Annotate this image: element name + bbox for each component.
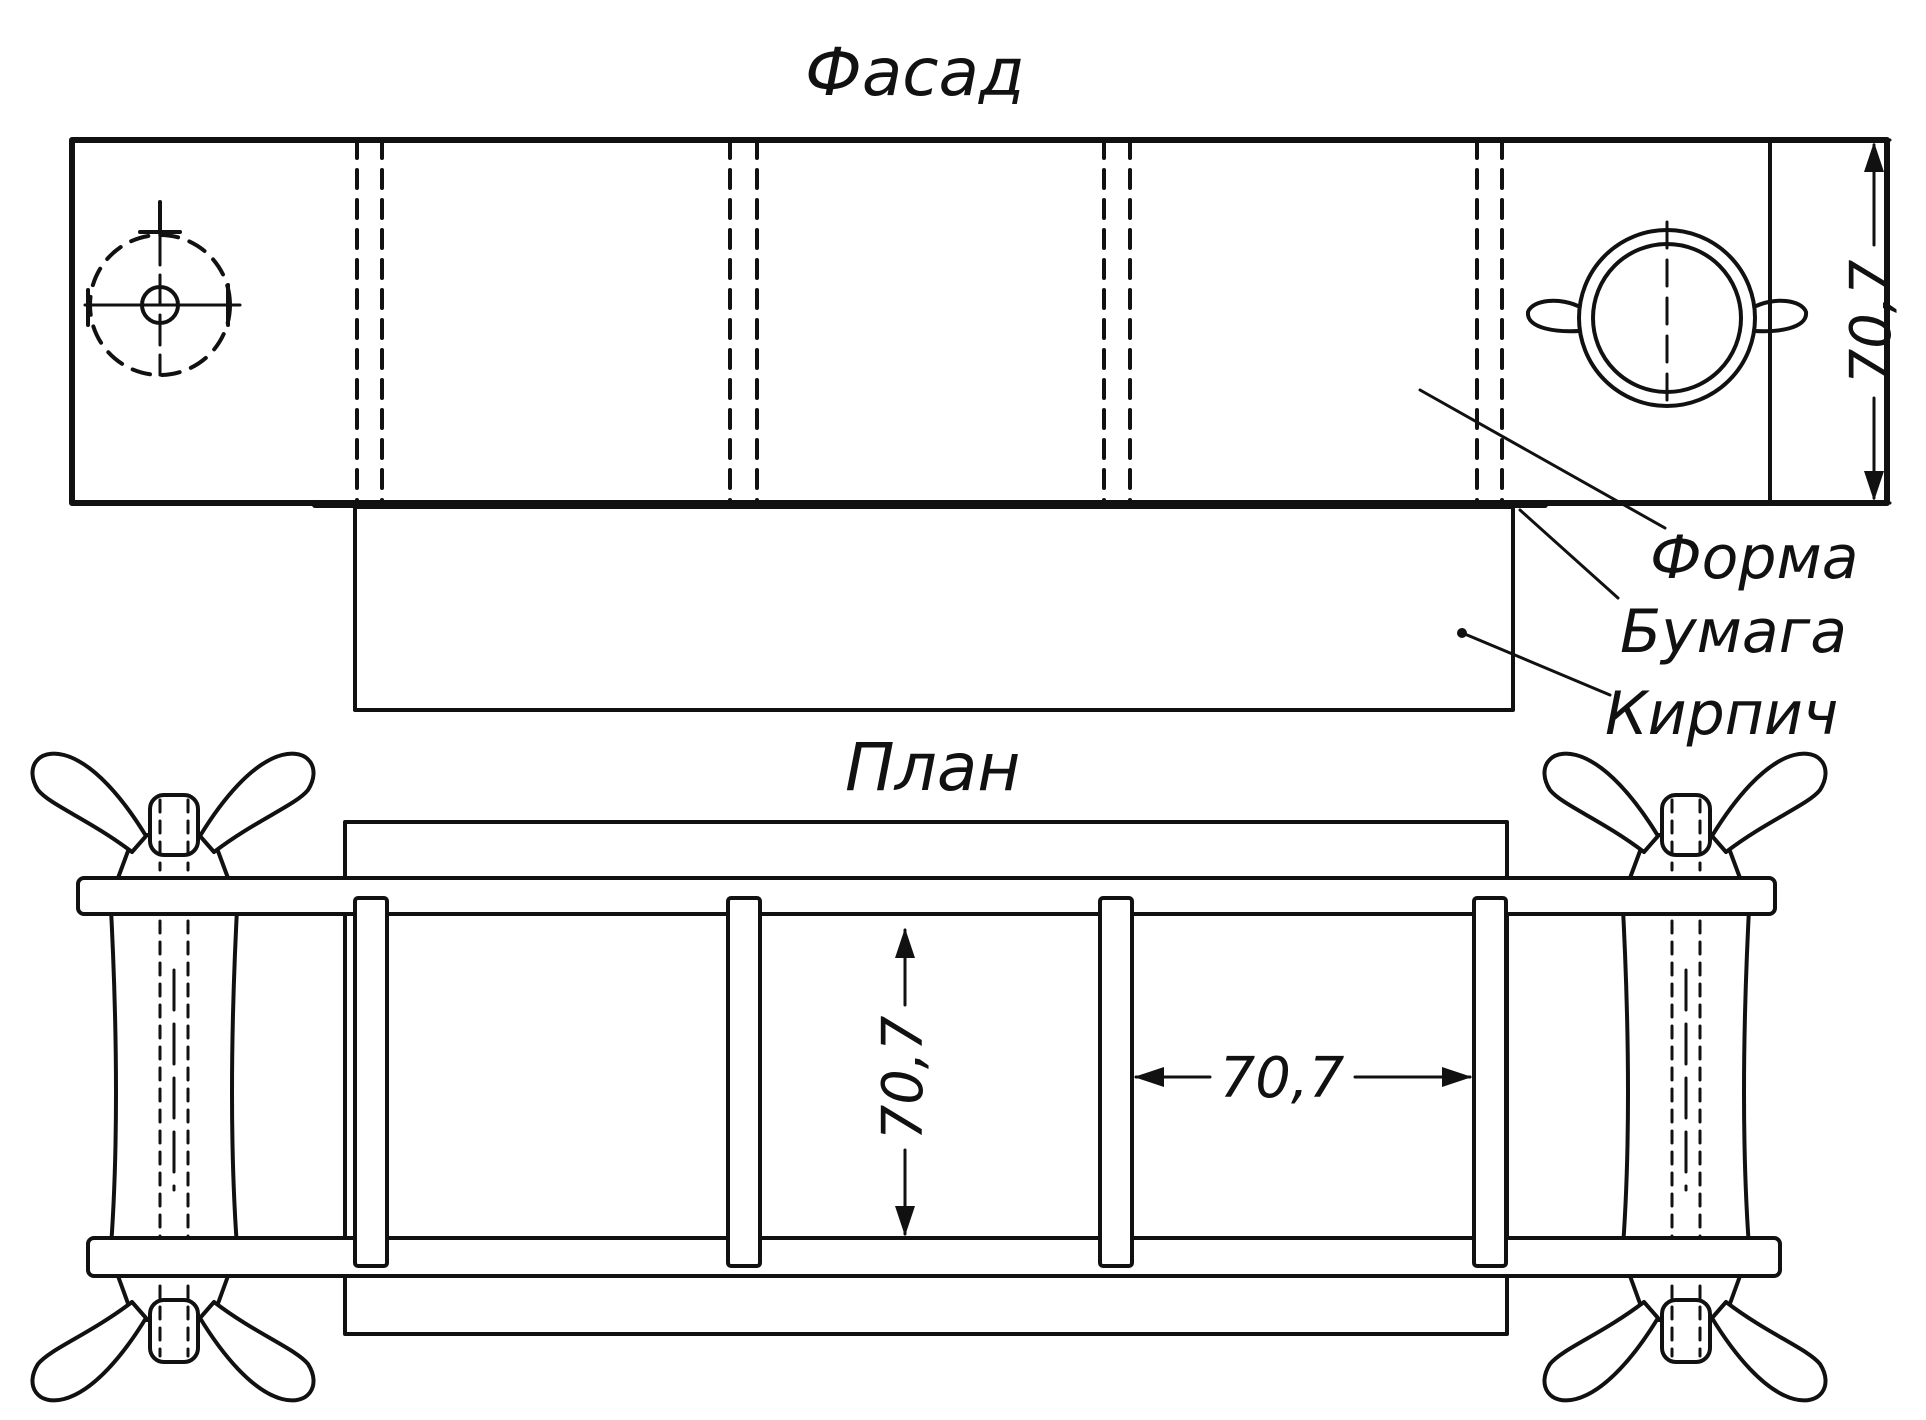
facade-left-bolt-icon [83, 200, 242, 377]
facade-brick [353, 505, 1515, 712]
facade-height-dimension [1778, 138, 1892, 505]
plan-depth-value: 70,7 [871, 1015, 936, 1140]
plan-width-value: 70,7 [1220, 1046, 1345, 1111]
plan-depth-dimension [895, 928, 915, 1236]
plan-wing-nut-bottom-left-icon [30, 1274, 316, 1403]
plan-bottom-rail [86, 1236, 1782, 1278]
label-form: Форма [1650, 523, 1858, 593]
plan-wing-nut-bottom-right-icon [1542, 1274, 1828, 1403]
facade-leaders [1418, 388, 1667, 697]
plan-wing-nut-top-right-icon [1542, 751, 1828, 880]
facade-height-value: 70,7 [1839, 259, 1904, 384]
plan-view: 70,7 70,7 [30, 751, 1828, 1403]
plan-top-rail [76, 876, 1777, 916]
label-paper: Бумага [1620, 597, 1847, 667]
plan-wing-nut-top-left-icon [30, 751, 316, 880]
facade-view: 70,7 Форма Бумага Кирпич [69, 137, 1904, 749]
plan-partitions [353, 896, 1508, 1268]
facade-hidden-partitions [355, 138, 1504, 505]
plan-title: План [845, 729, 1020, 806]
plan-width-dimension [1134, 1067, 1472, 1087]
label-brick: Кирпич [1605, 679, 1838, 749]
facade-wing-nut-icon [1526, 220, 1808, 412]
facade-title: Фасад [805, 34, 1025, 111]
